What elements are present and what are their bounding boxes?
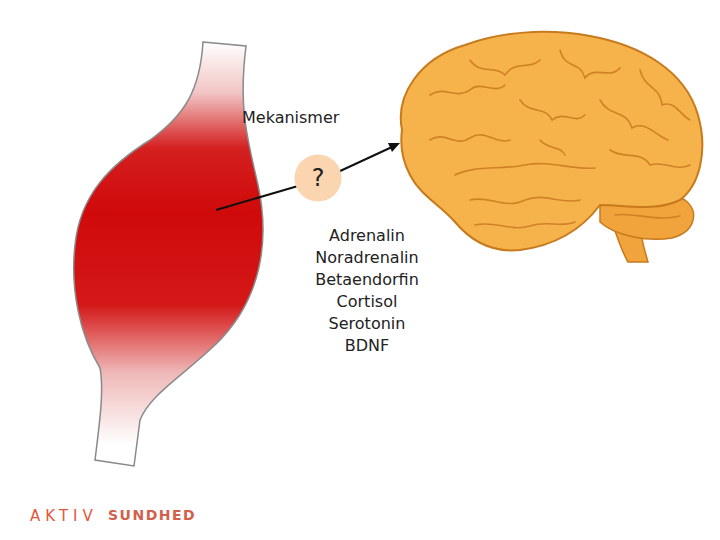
leader-line [216,186,298,210]
brain-shape [401,32,702,262]
muscle-shape [74,42,263,466]
logo-word: SUNDHED [108,507,196,525]
hormone-name: Betaendorfin [315,270,419,290]
arrow-head [388,143,400,152]
leader-arrow [338,147,392,172]
logo-word: AKTIV [30,507,98,526]
question-circle: ? [294,154,342,202]
circle-fill [294,154,341,201]
hormone-name: Noradrenalin [315,248,418,268]
mechanism-heading: Mekanismer [242,108,339,128]
node-text: ? [312,166,325,190]
hormone-name: Cortisol [337,292,398,312]
hormone-name: Serotonin [329,314,406,334]
hormone-name: BDNF [345,336,389,356]
hormone-name: Adrenalin [329,226,405,246]
